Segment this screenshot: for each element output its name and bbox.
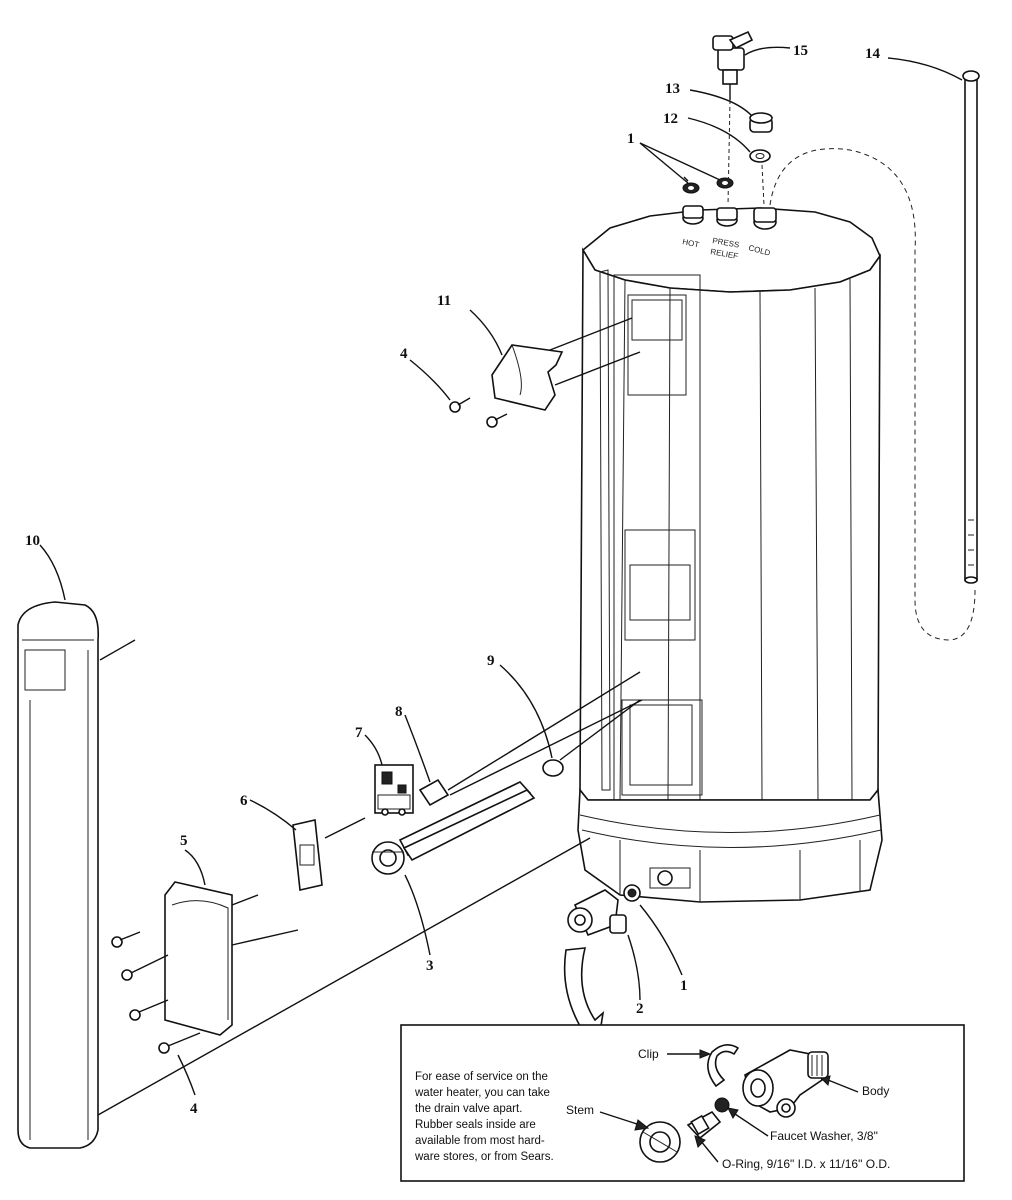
inset-frame bbox=[400, 1024, 965, 1182]
inset-valve-body bbox=[742, 1049, 829, 1118]
label-part-13: 13 bbox=[665, 81, 680, 97]
label-part-12: 12 bbox=[663, 111, 678, 127]
inset-stem-part bbox=[639, 1110, 722, 1163]
label-part-9: 9 bbox=[487, 653, 495, 669]
inset-label-faucet-washer: Faucet Washer, 3/8" bbox=[770, 1129, 878, 1143]
inset-label-body: Body bbox=[862, 1084, 889, 1098]
inset-clip-part bbox=[707, 1044, 740, 1088]
part-1-drain-gasket bbox=[623, 884, 683, 976]
label-part-15: 15 bbox=[793, 43, 808, 59]
part-11-upper-bracket bbox=[469, 309, 641, 411]
label-part-10: 10 bbox=[25, 533, 40, 549]
inset-label-clip: Clip bbox=[638, 1047, 659, 1061]
part-13-inlet-fitting bbox=[689, 89, 773, 133]
label-part-6: 6 bbox=[240, 793, 248, 809]
label-part-8: 8 bbox=[395, 704, 403, 720]
label-part-5: 5 bbox=[180, 833, 188, 849]
drain-valve-inset: For ease of service on the water heater,… bbox=[400, 1024, 965, 1182]
part-2-drain-valve bbox=[567, 889, 641, 1001]
label-part-7: 7 bbox=[355, 725, 363, 741]
inset-note-line-2: water heater, you can take bbox=[414, 1087, 550, 1099]
part-14-dip-tube bbox=[887, 57, 980, 584]
inset-label-o-ring: O-Ring, 9/16" I.D. x 11/16" O.D. bbox=[722, 1157, 890, 1171]
part-4-screws-bottom bbox=[111, 931, 201, 1096]
label-part-1-bottom: 1 bbox=[680, 978, 688, 994]
label-part-11: 11 bbox=[437, 293, 451, 309]
inset-note-line-1: For ease of service on the bbox=[415, 1071, 548, 1083]
water-heater-tank bbox=[577, 207, 883, 903]
label-part-3: 3 bbox=[426, 958, 434, 974]
part-3-heating-element bbox=[371, 781, 536, 956]
label-part-1-top: 1 bbox=[627, 131, 635, 147]
inset-note-line-3: the drain valve apart. bbox=[415, 1103, 522, 1115]
label-part-2: 2 bbox=[636, 1001, 644, 1017]
label-part-4-bottom: 4 bbox=[190, 1101, 198, 1117]
part-10-jacket-panel bbox=[17, 544, 591, 1149]
tank-label-hot: HOT bbox=[682, 237, 700, 249]
label-part-14: 14 bbox=[865, 46, 881, 62]
inset-note-line-4: Rubber seals inside are bbox=[415, 1119, 536, 1131]
part-9-gasket bbox=[499, 664, 641, 777]
inset-note-line-5: available from most hard- bbox=[415, 1135, 545, 1147]
part-1-gaskets bbox=[639, 142, 734, 194]
part-15-relief-valve bbox=[712, 30, 791, 206]
label-part-4-top: 4 bbox=[400, 346, 408, 362]
inset-note-line-6: ware stores, or from Sears. bbox=[414, 1151, 554, 1163]
inset-label-stem: Stem bbox=[566, 1103, 594, 1117]
inset-faucet-washer-part bbox=[714, 1097, 730, 1113]
part-6-insulation bbox=[249, 799, 366, 891]
part-4-screws-top bbox=[409, 359, 508, 428]
part-5-lower-cover bbox=[164, 849, 299, 1036]
part-12-gasket bbox=[687, 117, 771, 163]
part-7-thermostat bbox=[364, 734, 414, 816]
